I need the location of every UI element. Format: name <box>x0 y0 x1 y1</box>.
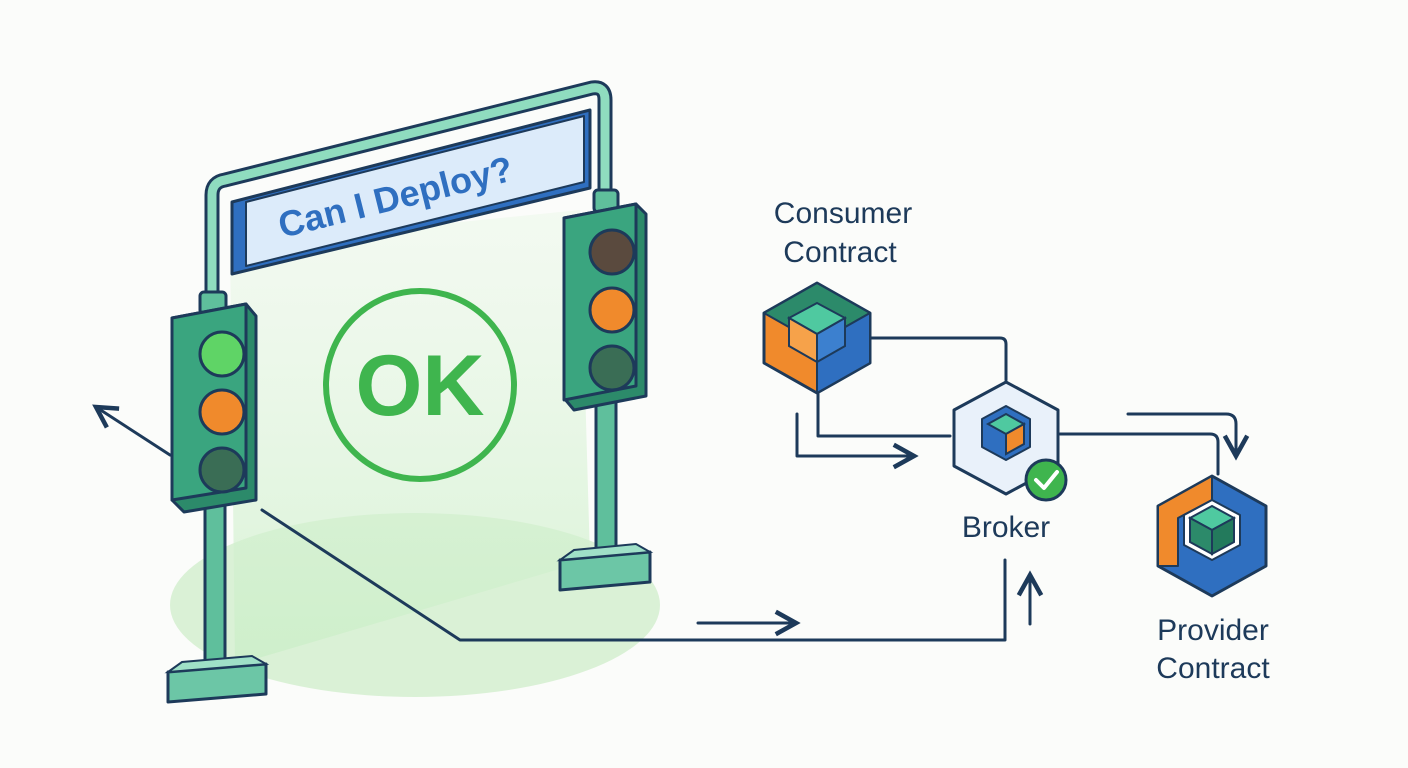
left-traffic-light <box>164 290 270 704</box>
broker-node: Broker <box>952 380 1068 544</box>
gate-frame <box>204 80 613 308</box>
right-green-lamp <box>588 344 636 392</box>
connectors <box>260 336 1236 642</box>
can-i-deploy-banner: Can I Deploy? <box>230 108 592 276</box>
provider-label-line2: Contract <box>1156 652 1270 685</box>
left-green-lamp <box>198 330 246 378</box>
consumer-label-line1: Consumer <box>774 197 912 230</box>
right-traffic-light <box>556 188 654 592</box>
ok-status-text: OK <box>356 338 485 434</box>
broker-label: Broker <box>962 511 1050 544</box>
gate-glow <box>170 210 660 697</box>
consumer-contract-node: Consumer Contract <box>762 197 912 395</box>
provider-contract-node: Provider Contract <box>1156 474 1270 685</box>
exit-arrow <box>96 407 172 457</box>
left-orange-lamp <box>198 388 246 436</box>
provider-label-line1: Provider <box>1157 614 1269 647</box>
right-orange-lamp <box>588 286 636 334</box>
left-red-lamp <box>198 446 246 494</box>
check-icon <box>1024 458 1068 502</box>
ok-status: OK <box>323 288 517 482</box>
consumer-label-line2: Contract <box>783 236 897 269</box>
right-red-lamp <box>588 228 636 276</box>
